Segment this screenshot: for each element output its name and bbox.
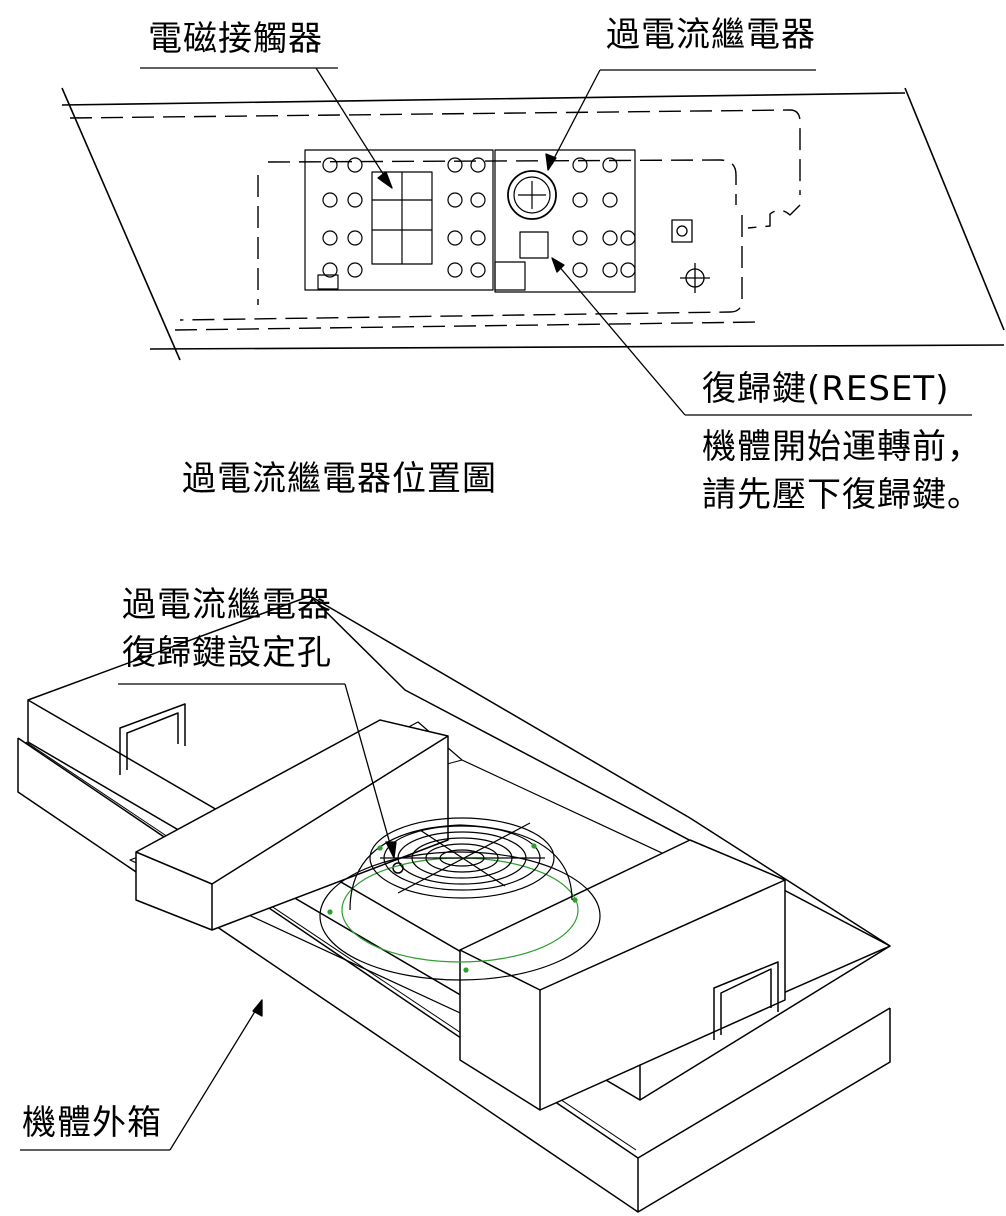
reset-key-label: 復歸鍵(RESET) [702,369,950,409]
contactor-label: 電磁接觸器 [148,19,323,59]
startup-note-line2: 請先壓下復歸鍵。 [702,475,982,515]
leader-lines-top [140,67,972,416]
leader-lines-bottom [20,683,397,1151]
location-diagram-title: 過電流繼電器位置圖 [182,459,497,499]
ground-terminal [671,219,710,293]
control-panel-plate [61,87,1005,361]
overcurrent-relay-label: 過電流繼電器 [606,15,816,55]
panel-dashed-outline [69,109,801,331]
startup-note-line1: 機體開始運轉前， [702,427,982,467]
reset-hole-label-line2: 復歸鍵設定孔 [122,633,332,673]
overcurrent-relay-block [494,149,636,293]
contactor-block [304,149,494,291]
fan-assembly [319,817,601,981]
housing-label: 機體外箱 [22,1103,162,1143]
reset-hole-label-line1: 過電流繼電器 [122,585,332,625]
